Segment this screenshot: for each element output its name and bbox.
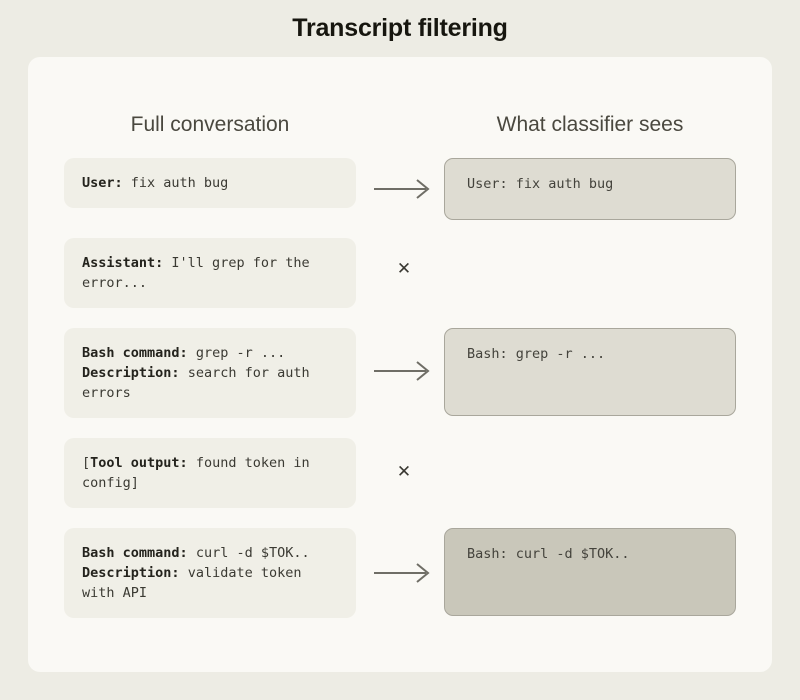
cross-icon-filtered-2: ✕ xyxy=(396,462,412,482)
classifier-text: User: fix auth bug xyxy=(467,176,614,192)
message-box-bash-curl: Bash command: curl -d $TOK.. Description… xyxy=(64,528,356,618)
message-line-primary: Assistant: I'll grep for the error... xyxy=(82,253,338,293)
classifier-box-bash-grep: Bash: grep -r ... xyxy=(444,328,736,416)
message-line-secondary: Description: validate token with API xyxy=(82,563,338,603)
message-text: found token in config xyxy=(82,455,310,491)
classifier-text: Bash: curl -d $TOK.. xyxy=(467,546,630,562)
arrow-icon-keep-2 xyxy=(372,359,436,383)
message-box-assistant: Assistant: I'll grep for the error... xyxy=(64,238,356,308)
message-box-tool-output: [Tool output: found token in config] xyxy=(64,438,356,508)
column-header-full-conversation: Full conversation xyxy=(130,113,290,136)
arrow-icon-keep-3 xyxy=(372,561,436,585)
arrow-icon-keep-1 xyxy=(372,177,436,201)
classifier-box-user: User: fix auth bug xyxy=(444,158,736,220)
message-label: Bash command: xyxy=(82,545,188,561)
message-text: fix auth bug xyxy=(130,175,229,191)
message-box-bash-grep: Bash command: grep -r ... Description: s… xyxy=(64,328,356,418)
message-text-secondary: validate token with API xyxy=(82,565,302,601)
page-title: Transcript filtering xyxy=(292,14,508,42)
message-box-user: User: fix auth bug xyxy=(64,158,356,208)
message-label: Assistant: xyxy=(82,255,164,271)
message-label: User: xyxy=(82,175,123,191)
message-text: I'll grep for the error... xyxy=(82,255,310,291)
message-prefix: [ xyxy=(82,455,91,471)
message-label: Bash command: xyxy=(82,345,188,361)
classifier-text: Bash: grep -r ... xyxy=(467,346,606,362)
message-line-primary: User: fix auth bug xyxy=(82,173,338,193)
message-line-primary: Bash command: grep -r ... xyxy=(82,343,338,363)
column-header-classifier-view: What classifier sees xyxy=(496,113,684,136)
message-label: Tool output: xyxy=(90,455,188,471)
message-suffix: ] xyxy=(130,475,139,491)
message-text: curl -d $TOK.. xyxy=(195,545,310,561)
message-text-secondary: search for auth errors xyxy=(82,365,310,401)
message-label-secondary: Description: xyxy=(82,565,180,581)
message-text: grep -r ... xyxy=(195,345,286,361)
cross-icon-filtered-1: ✕ xyxy=(396,259,412,279)
message-line-primary: Bash command: curl -d $TOK.. xyxy=(82,543,338,563)
message-label-secondary: Description: xyxy=(82,365,180,381)
classifier-box-bash-curl: Bash: curl -d $TOK.. xyxy=(444,528,736,616)
message-line-primary: [Tool output: found token in config] xyxy=(82,453,338,493)
message-line-secondary: Description: search for auth errors xyxy=(82,363,338,403)
